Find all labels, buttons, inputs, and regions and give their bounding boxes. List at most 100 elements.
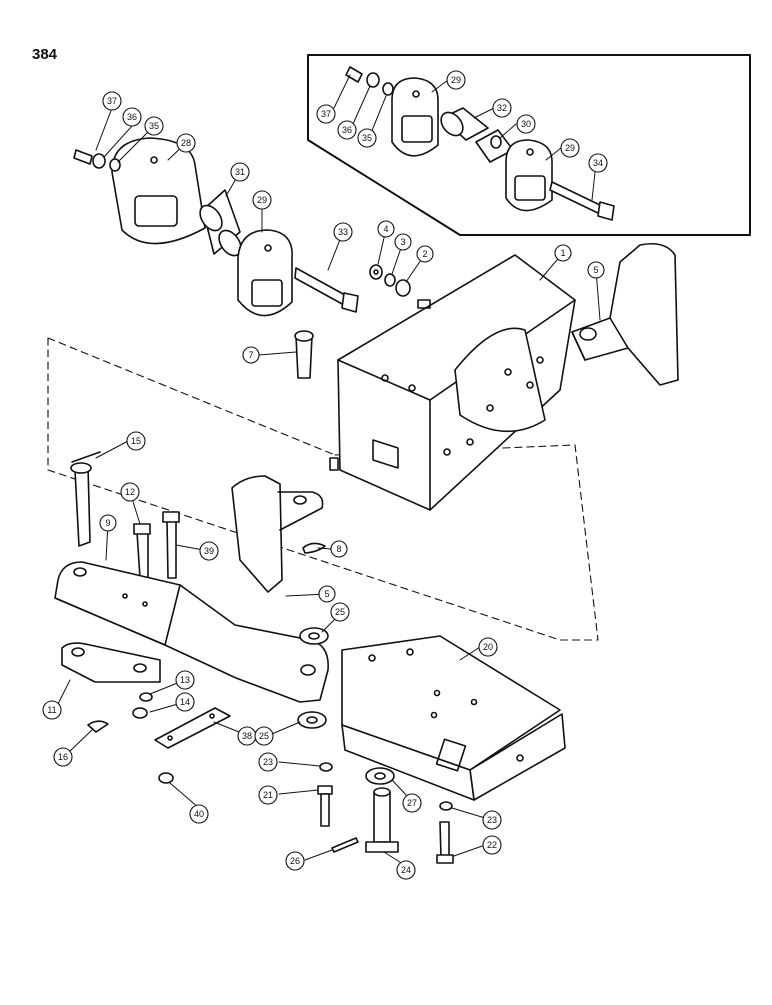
callout-5-lower: 5: [318, 585, 336, 603]
svg-text:20: 20: [483, 642, 493, 652]
lockwasher-23-right: [439, 801, 453, 811]
callout-29-inset-right: 29: [560, 138, 580, 158]
svg-text:34: 34: [593, 158, 603, 168]
callout-20: 20: [478, 637, 498, 657]
svg-text:37: 37: [107, 96, 117, 106]
callout-27: 27: [402, 793, 422, 813]
nut-4: [369, 264, 383, 280]
svg-text:9: 9: [105, 518, 110, 528]
lockwasher-23-left: [319, 762, 333, 772]
svg-text:29: 29: [451, 75, 461, 85]
bolt-34: [549, 181, 615, 221]
svg-text:23: 23: [487, 815, 497, 825]
bolt-37-main: [73, 149, 93, 165]
svg-text:36: 36: [342, 125, 352, 135]
callout-4: 4: [377, 220, 395, 238]
callout-34: 34: [588, 153, 608, 173]
callout-33: 33: [333, 222, 353, 242]
svg-text:29: 29: [257, 195, 267, 205]
nut-36-inset: [366, 72, 380, 88]
svg-text:16: 16: [58, 752, 68, 762]
plate-29: [237, 229, 293, 317]
callout-1: 1: [554, 244, 572, 262]
bolt-22: [436, 821, 454, 864]
washer-25-lower: [297, 711, 327, 729]
svg-text:25: 25: [335, 607, 345, 617]
callout-26: 26: [285, 851, 305, 871]
callout-35: 35: [144, 116, 164, 136]
svg-text:33: 33: [338, 227, 348, 237]
inset-frame: [307, 54, 751, 236]
svg-text:36: 36: [127, 112, 137, 122]
callout-32: 32: [492, 98, 512, 118]
callout-28: 28: [176, 133, 196, 153]
nut-14: [132, 707, 148, 719]
svg-text:30: 30: [521, 119, 531, 129]
callout-5-upper: 5: [587, 261, 605, 279]
svg-text:38: 38: [242, 731, 252, 741]
bolt-33: [294, 267, 359, 313]
callout-25-lower: 25: [254, 726, 274, 746]
washer-3: [384, 273, 396, 287]
svg-text:7: 7: [248, 350, 253, 360]
callout-25-upper: 25: [330, 602, 350, 622]
svg-text:27: 27: [407, 798, 417, 808]
callout-35-inset: 35: [357, 128, 377, 148]
callout-37-inset: 37: [316, 104, 336, 124]
svg-text:12: 12: [125, 487, 135, 497]
housing-20: [341, 635, 566, 801]
callout-31: 31: [230, 162, 250, 182]
bolt-39: [162, 511, 180, 579]
svg-text:5: 5: [324, 589, 329, 599]
svg-text:29: 29: [565, 143, 575, 153]
pin-24: [365, 787, 399, 853]
callout-22: 22: [482, 835, 502, 855]
svg-text:15: 15: [131, 436, 141, 446]
svg-text:35: 35: [362, 133, 372, 143]
callout-14: 14: [175, 692, 195, 712]
callout-23-right: 23: [482, 810, 502, 830]
callout-16: 16: [53, 747, 73, 767]
nut-40: [158, 772, 174, 784]
callout-29-inset-top: 29: [446, 70, 466, 90]
callout-7: 7: [242, 346, 260, 364]
pin-26: [331, 837, 359, 853]
svg-text:40: 40: [194, 809, 204, 819]
callout-2: 2: [416, 245, 434, 263]
callout-36-inset: 36: [337, 120, 357, 140]
callout-36: 36: [122, 107, 142, 127]
svg-text:11: 11: [47, 705, 56, 715]
svg-text:5: 5: [593, 265, 598, 275]
callout-11: 11: [42, 700, 62, 720]
callout-12: 12: [120, 482, 140, 502]
svg-text:24: 24: [401, 865, 411, 875]
callout-24: 24: [396, 860, 416, 880]
svg-text:35: 35: [149, 121, 159, 131]
callout-3: 3: [394, 233, 412, 251]
svg-text:21: 21: [263, 790, 273, 800]
washer-35-inset: [382, 82, 394, 96]
svg-text:8: 8: [336, 544, 341, 554]
lockwasher-13: [139, 692, 153, 702]
callout-37: 37: [102, 91, 122, 111]
svg-text:3: 3: [400, 237, 405, 247]
svg-text:14: 14: [180, 697, 190, 707]
bracket-5-lower: [231, 475, 324, 593]
housing-1: [329, 254, 576, 511]
bushing-32: [440, 107, 489, 141]
svg-text:32: 32: [497, 103, 507, 113]
bolt-12: [133, 523, 151, 579]
svg-text:28: 28: [181, 138, 191, 148]
callout-38: 38: [237, 726, 257, 746]
bushing-2: [395, 279, 411, 297]
assembly-guide-outline: [47, 337, 599, 641]
pin-15: [70, 451, 101, 547]
callout-23-left: 23: [258, 752, 278, 772]
svg-text:23: 23: [263, 757, 273, 767]
callout-40: 40: [189, 804, 209, 824]
svg-text:13: 13: [180, 675, 190, 685]
clip-8: [302, 542, 326, 554]
plate-29-inset-right: [505, 139, 553, 212]
svg-text:25: 25: [259, 731, 269, 741]
